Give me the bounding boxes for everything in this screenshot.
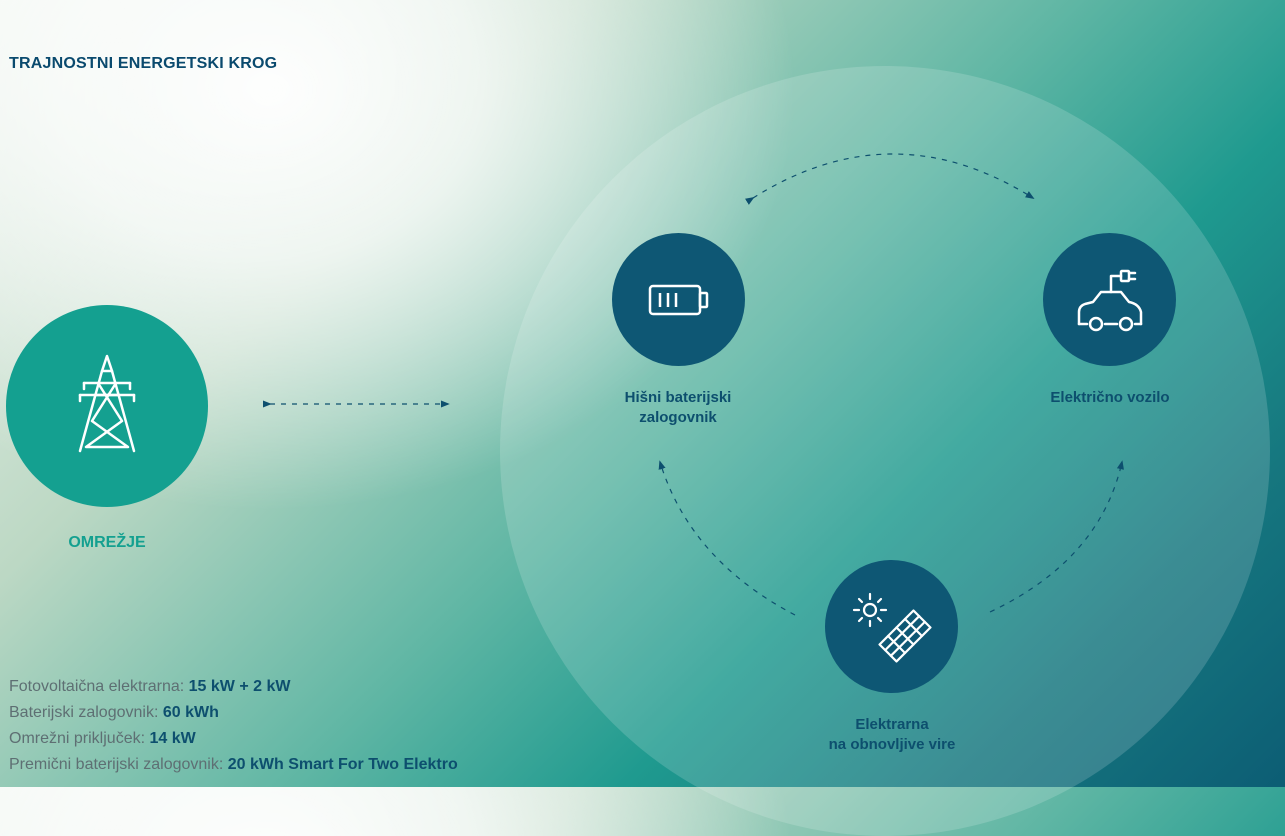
battery-icon (648, 284, 708, 315)
grid-label: OMREŽJE (68, 534, 146, 551)
battery-node (612, 233, 745, 366)
spec-row-grid: Omrežni priključek: 14 kW (9, 726, 458, 752)
spec-value: 15 kW + 2 kW (188, 678, 291, 695)
battery-label: Hišni baterijski zalogovnik (624, 389, 732, 426)
ev-node (1043, 233, 1176, 366)
power-pylon-icon (78, 354, 136, 453)
spec-value: 20 kWh Smart For Two Elektro (227, 756, 458, 773)
grid-node (6, 305, 208, 507)
spec-value: 60 kWh (162, 704, 219, 721)
spec-value: 14 kW (149, 730, 196, 747)
plant-node (825, 560, 958, 693)
spec-row-mobile-battery: Premični baterijski zalogovnik: 20 kWh S… (9, 752, 458, 778)
spec-label: Omrežni priključek: (9, 730, 150, 747)
spec-row-battery: Baterijski zalogovnik: 60 kWh (9, 700, 458, 726)
solar-panel-icon (852, 592, 932, 663)
electric-car-icon (1077, 269, 1142, 331)
specs-list: Fotovoltaična elektrarna: 15 kW + 2 kW B… (9, 674, 458, 778)
spec-label: Premični baterijski zalogovnik: (9, 756, 228, 773)
ev-label: Električno vozilo (1050, 389, 1170, 406)
plant-label: Elektrarna na obnovljive vire (828, 716, 956, 753)
page-title: TRAJNOSTNI ENERGETSKI KROG (9, 55, 278, 72)
spec-row-pv: Fotovoltaična elektrarna: 15 kW + 2 kW (9, 674, 458, 700)
spec-label: Fotovoltaična elektrarna: (9, 678, 189, 695)
spec-label: Baterijski zalogovnik: (9, 704, 163, 721)
